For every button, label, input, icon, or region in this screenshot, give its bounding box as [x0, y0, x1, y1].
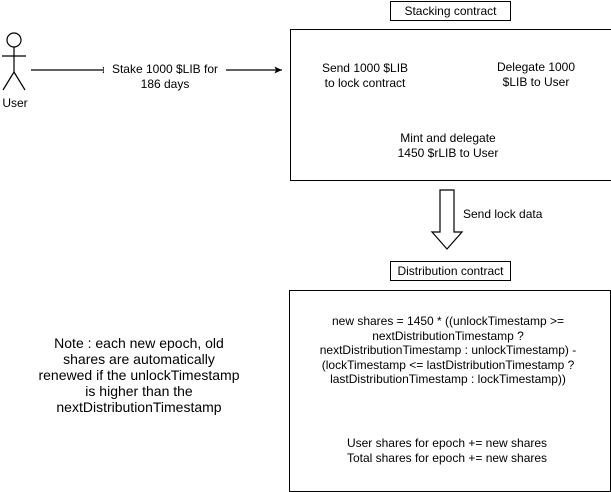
send-lock-data-arrow	[430, 189, 464, 250]
stacking-contract-title: Stacking contract	[390, 1, 511, 21]
stacking-contract-box	[290, 29, 611, 181]
send-lock-data-label: Send lock data	[463, 207, 543, 221]
epoch-renewal-note: Note : each new epoch, old shares are au…	[38, 335, 240, 415]
user-actor-label: User	[2, 96, 28, 110]
shares-result: User shares for epoch += new shares Tota…	[346, 436, 548, 465]
mint-step-label: Mint and delegate 1450 $rLIB to User	[397, 131, 499, 160]
distribution-contract-title: Distribution contract	[390, 261, 511, 281]
user-actor-icon	[2, 32, 26, 91]
send-step-label: Send 1000 $LIB to lock contract	[321, 61, 409, 90]
delegate-step-label: Delegate 1000 $LIB to User	[496, 60, 576, 89]
distribution-contract-box	[289, 290, 611, 492]
shares-formula: new shares = 1450 * ((unlockTimestamp >=…	[319, 314, 577, 386]
stake-label: Stake 1000 $LIB for 186 days	[104, 62, 226, 92]
